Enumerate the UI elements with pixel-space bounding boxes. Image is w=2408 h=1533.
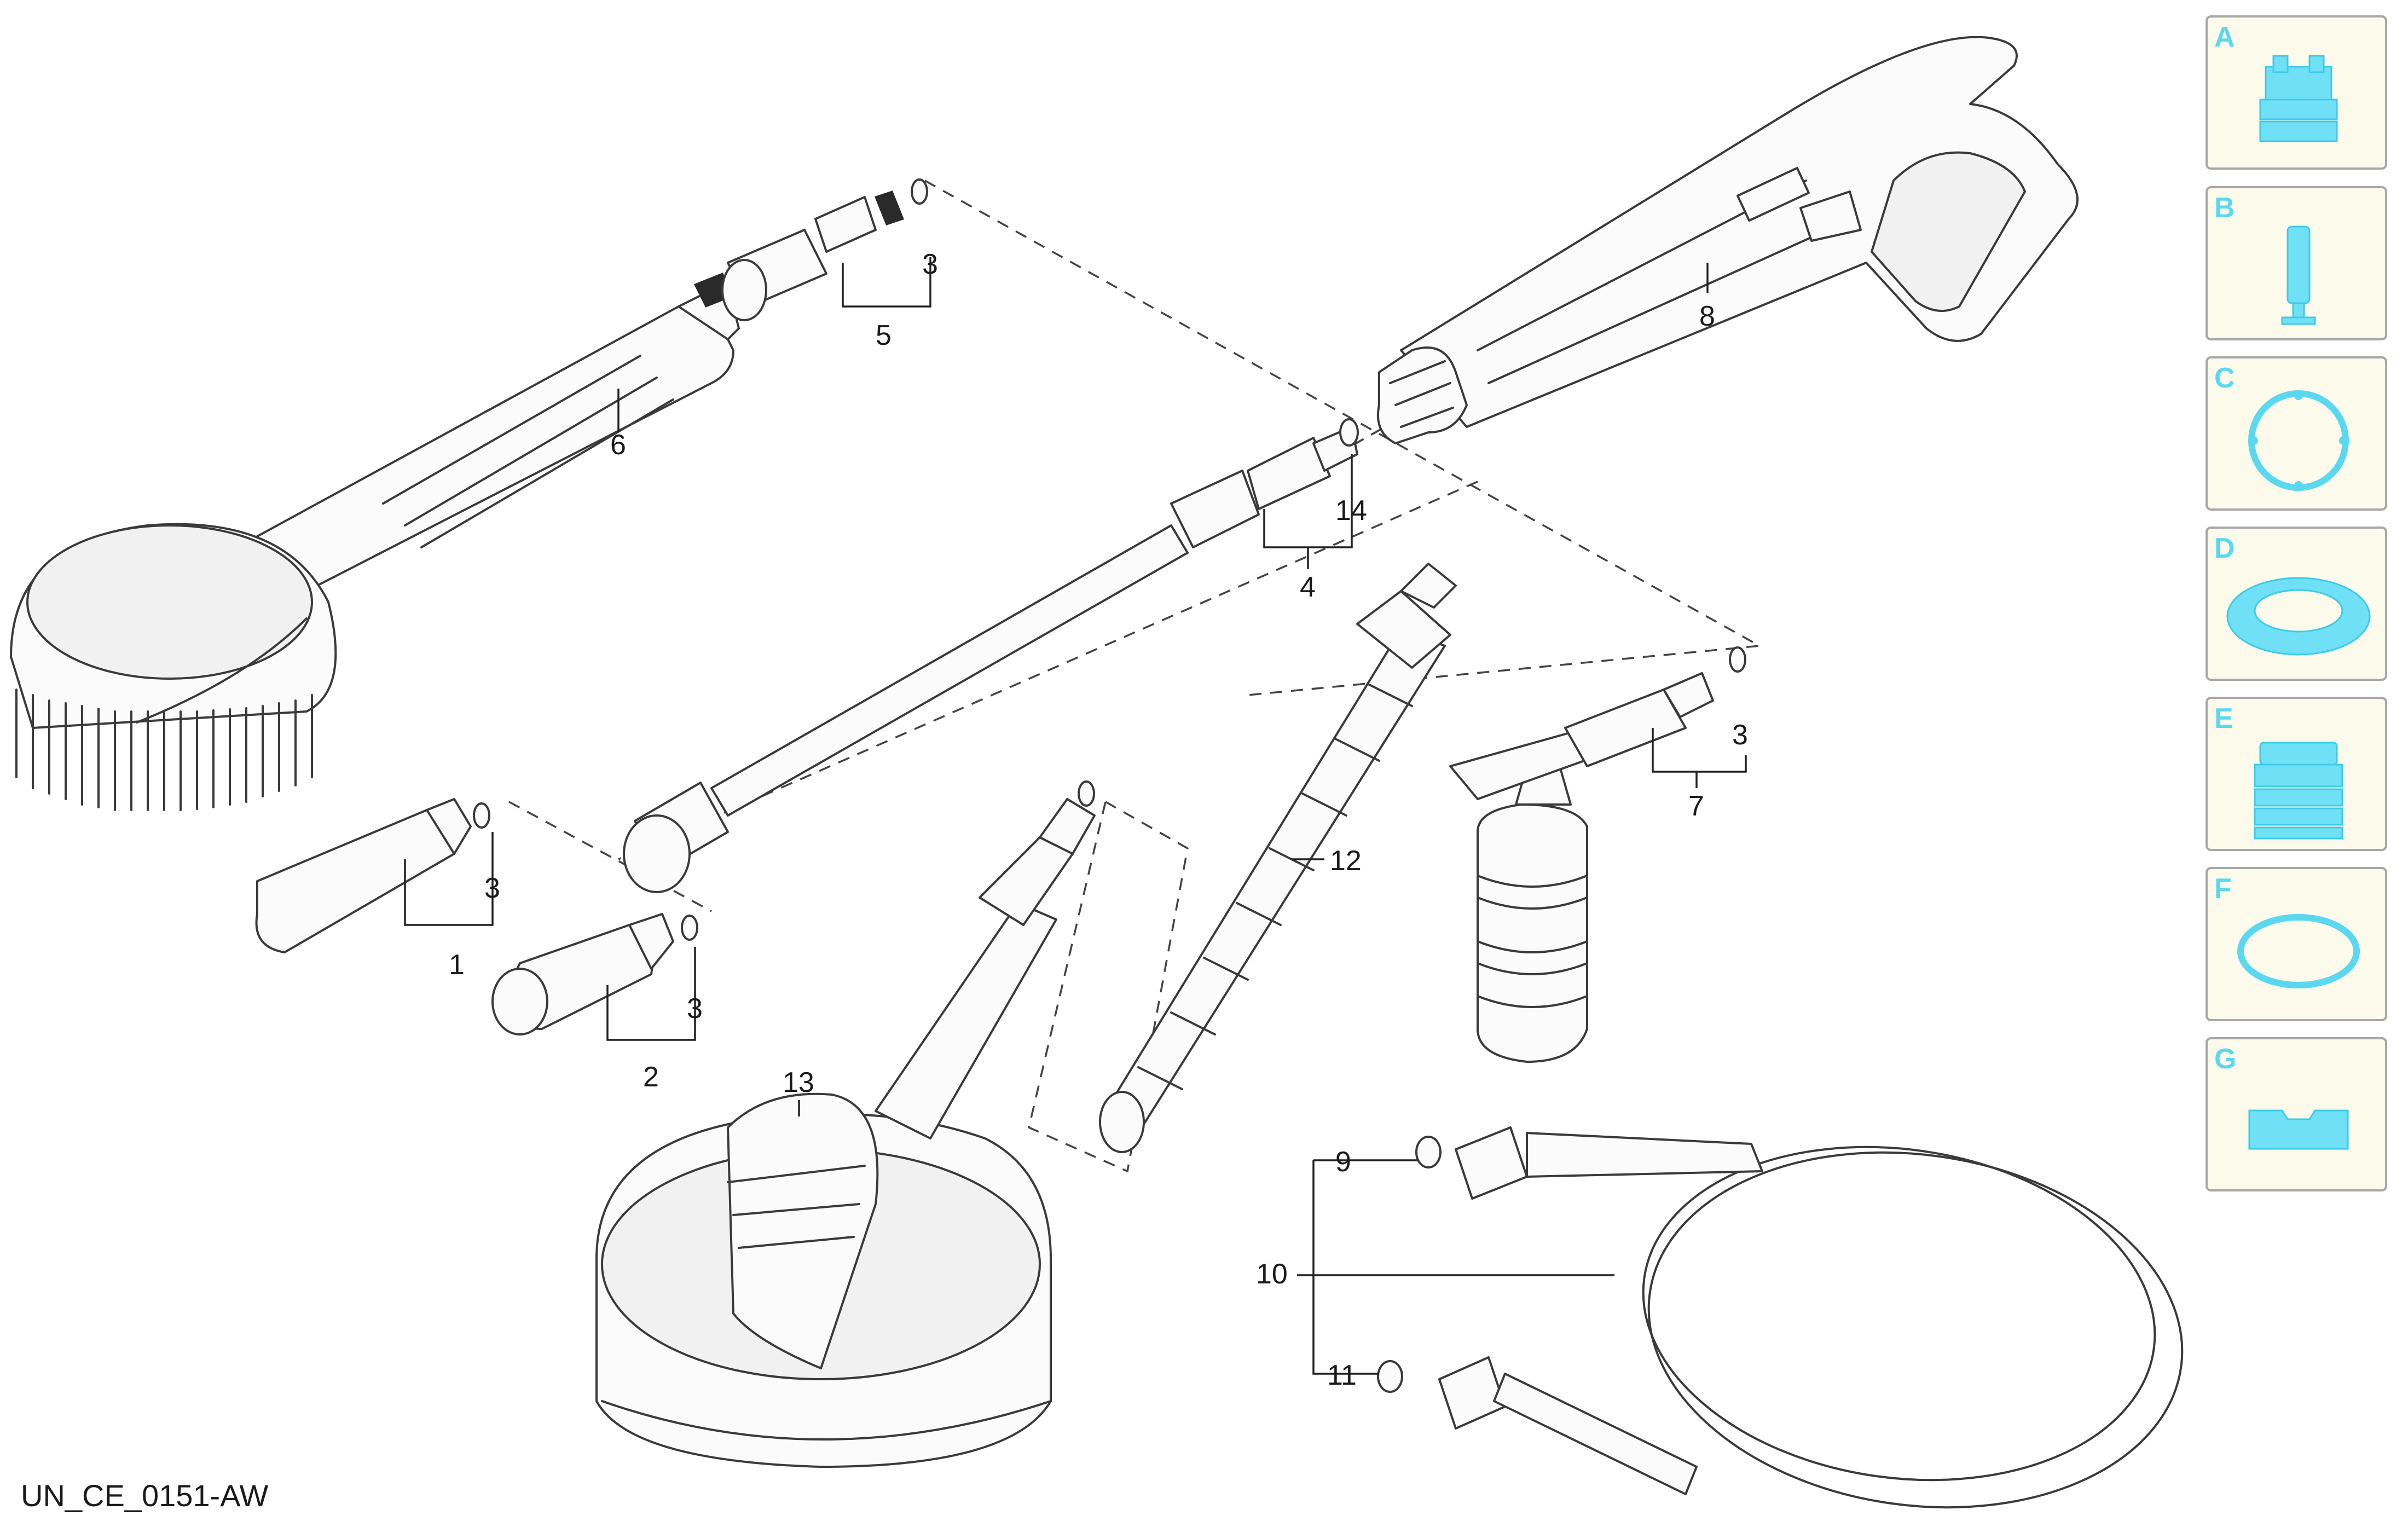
callout-7: 7	[1688, 790, 1704, 822]
callout-13: 13	[783, 1067, 814, 1098]
callout-labels: 1 2 3 3 3 3 4 5 6 7 8 9 10 11 12 13 14	[449, 248, 1748, 1391]
callout-11: 11	[1327, 1360, 1357, 1391]
nozzle-insert-icon	[2281, 225, 2316, 325]
legend-letter: B	[2214, 192, 2235, 224]
threaded-nut-icon	[2254, 742, 2343, 840]
legend-tile-a[interactable]: A	[2206, 15, 2387, 170]
legend-letter: F	[2214, 873, 2232, 905]
callout-14: 14	[1335, 495, 1367, 527]
legend-letter: E	[2214, 703, 2233, 734]
callout-6: 6	[610, 429, 626, 461]
legend-tile-d[interactable]: D	[2206, 527, 2387, 681]
part-nozzle-2	[491, 913, 698, 1041]
callout-10: 10	[1256, 1258, 1288, 1290]
part-lance-12	[1099, 563, 1457, 1153]
o-ring-icon	[2248, 390, 2349, 491]
gasket-ring-icon	[2226, 577, 2371, 656]
legend-letter: G	[2214, 1043, 2237, 1075]
callout-5: 5	[876, 320, 892, 351]
seal-ring-icon	[2237, 914, 2360, 988]
legend-tile-b[interactable]: B	[2206, 186, 2387, 340]
legend-letter: A	[2214, 21, 2235, 53]
callout-3-nozzle-1: 3	[484, 872, 500, 904]
bracket-icon	[2248, 1109, 2349, 1150]
callout-3-nozzle-2: 3	[687, 993, 703, 1025]
legend-letter: C	[2214, 362, 2235, 394]
callout-9: 9	[1335, 1146, 1351, 1178]
callout-1: 1	[449, 949, 465, 981]
callout-8: 8	[1699, 300, 1715, 332]
part-high-pressure-hose	[1297, 1126, 2184, 1509]
callout-12: 12	[1330, 845, 1362, 877]
part-extension-lance	[623, 418, 1359, 893]
part-foam-bottle	[1449, 646, 1747, 1063]
callout-4: 4	[1300, 571, 1316, 603]
brush-bristles	[15, 689, 313, 811]
legend-tile-c[interactable]: C	[2206, 356, 2387, 511]
legend-tile-g[interactable]: G	[2206, 1037, 2387, 1191]
legend-tile-f[interactable]: F	[2206, 867, 2387, 1021]
part-nozzle-1	[255, 798, 494, 953]
legend-tile-e[interactable]: E	[2206, 697, 2387, 851]
part-surface-cleaner	[595, 780, 1096, 1468]
part-adapter-5	[721, 178, 931, 321]
quick-coupling-icon	[2259, 55, 2338, 142]
callout-3-foam: 3	[1732, 719, 1748, 751]
callout-2: 2	[643, 1061, 659, 1093]
part-wash-brush	[10, 273, 740, 811]
diagram-code: UN_CE_0151-AW	[21, 1478, 269, 1513]
legend-letter: D	[2214, 533, 2235, 564]
part-spray-gun	[1377, 36, 2079, 444]
callout-3-adapter: 3	[922, 248, 938, 280]
